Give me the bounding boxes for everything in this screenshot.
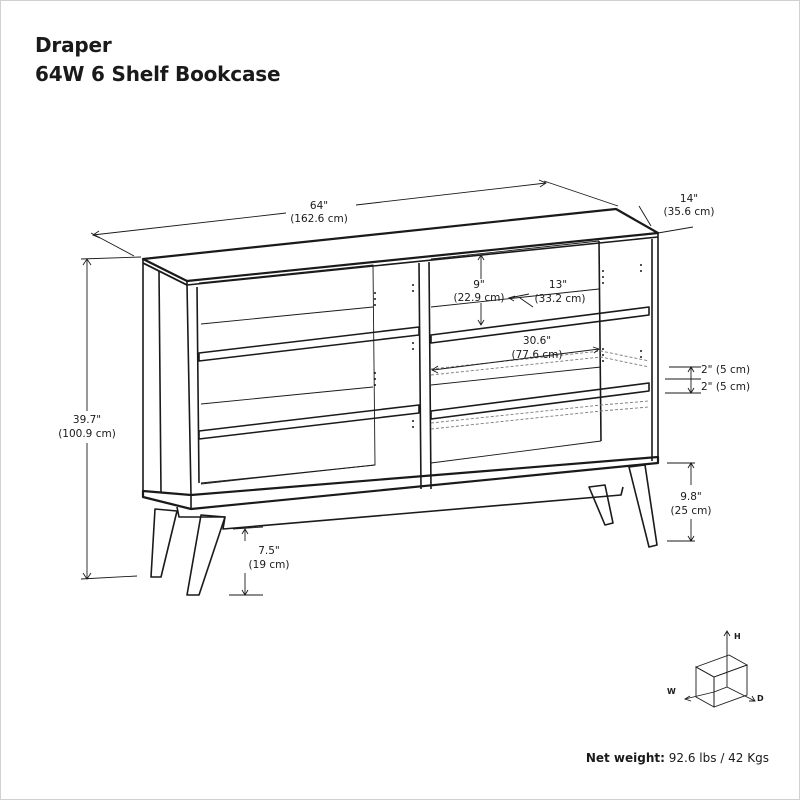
shelf-height-dimension: 9" (22.9 cm) [454, 254, 505, 326]
shelf-depth-dimension: 13" (33.2 cm) [507, 279, 586, 308]
width-inches: 64" [310, 200, 328, 212]
height-inches: 39.7" [73, 414, 101, 426]
net-weight: Net weight: 92.6 lbs / 42 Kgs [586, 751, 769, 765]
shelf-height-inches: 9" [473, 279, 485, 291]
clearance-inches: 9.8" [680, 491, 702, 503]
clearance-cm: (25 cm) [671, 505, 712, 517]
net-weight-value: 92.6 lbs / 42 Kgs [668, 751, 769, 765]
depth-inches: 14" [680, 193, 698, 205]
height-cm: (100.9 cm) [58, 428, 116, 440]
leg-height-dimension: 7.5" (19 cm) [229, 526, 290, 596]
bookcase-body [141, 207, 660, 530]
product-model: 64W 6 Shelf Bookcase [35, 62, 281, 86]
shelf-depth-cm: (33.2 cm) [535, 293, 586, 305]
shelf-adjust-down: 2" (5 cm) [701, 381, 750, 393]
width-cm: (162.6 cm) [290, 213, 348, 225]
shelf-depth-inches: 13" [549, 279, 567, 291]
depth-dimension: 14" (35.6 cm) [638, 193, 715, 234]
shelf-adjust-dimension: 2" (5 cm) 2" (5 cm) [665, 364, 750, 394]
shelf-height-cm: (22.9 cm) [454, 292, 505, 304]
shelf-width-cm: (77.6 cm) [512, 349, 563, 361]
product-name: Draper [35, 33, 112, 57]
shelf-width-inches: 30.6" [523, 335, 551, 347]
height-dimension: 39.7" (100.9 cm) [58, 256, 142, 580]
height-axis-label: H [734, 632, 741, 641]
depth-axis-label: D [757, 694, 764, 703]
bookcase-legs [150, 464, 658, 596]
leg-height-inches: 7.5" [258, 545, 280, 557]
clearance-dimension: 9.8" (25 cm) [667, 462, 712, 542]
net-weight-label: Net weight: [585, 751, 665, 765]
width-dimension: 64" (162.6 cm) [90, 179, 619, 257]
leg-height-cm: (19 cm) [249, 559, 290, 571]
depth-cm: (35.6 cm) [664, 206, 715, 218]
shelf-adjust-up: 2" (5 cm) [701, 364, 750, 376]
width-axis-label: W [667, 687, 676, 696]
orientation-cube: H W D [667, 630, 764, 708]
shelf-width-dimension: 30.6" (77.6 cm) [431, 335, 600, 374]
